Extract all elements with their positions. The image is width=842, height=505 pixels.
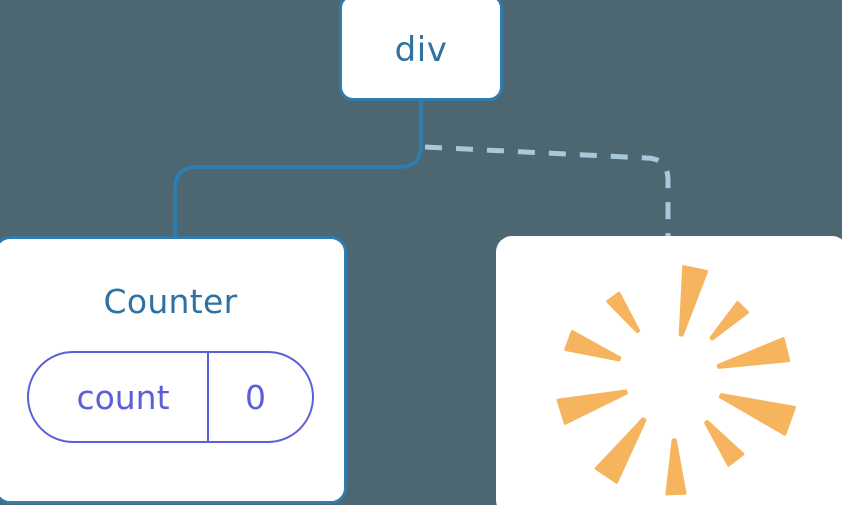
- sunburst-ray-1: [678, 265, 709, 337]
- state-value-label: 0: [245, 377, 266, 417]
- sunburst-ray-9: [564, 330, 622, 362]
- node-counter[interactable]: Counter count 0: [0, 236, 347, 504]
- node-render-output[interactable]: [496, 236, 842, 505]
- node-div[interactable]: div: [339, 0, 503, 101]
- sunburst-icon: [556, 265, 796, 496]
- sunburst-ray-6: [665, 438, 687, 496]
- sunburst-ray-7: [594, 417, 647, 484]
- sunburst-ray-8: [556, 389, 628, 425]
- edge-div-to-render: [424, 144, 671, 240]
- edge-div-to-counter: [173, 98, 423, 242]
- sunburst-ray-4: [718, 393, 796, 436]
- sunburst-ray-10: [606, 291, 641, 334]
- node-div-label: div: [394, 29, 448, 70]
- sunburst-ray-2: [709, 301, 749, 341]
- counter-state-pill[interactable]: count 0: [27, 351, 314, 443]
- node-counter-label: Counter: [103, 282, 238, 321]
- state-divider: [207, 353, 209, 441]
- sunburst-ray-5: [704, 420, 745, 467]
- sunburst-ray-3: [716, 337, 791, 369]
- state-key-label: count: [76, 377, 170, 417]
